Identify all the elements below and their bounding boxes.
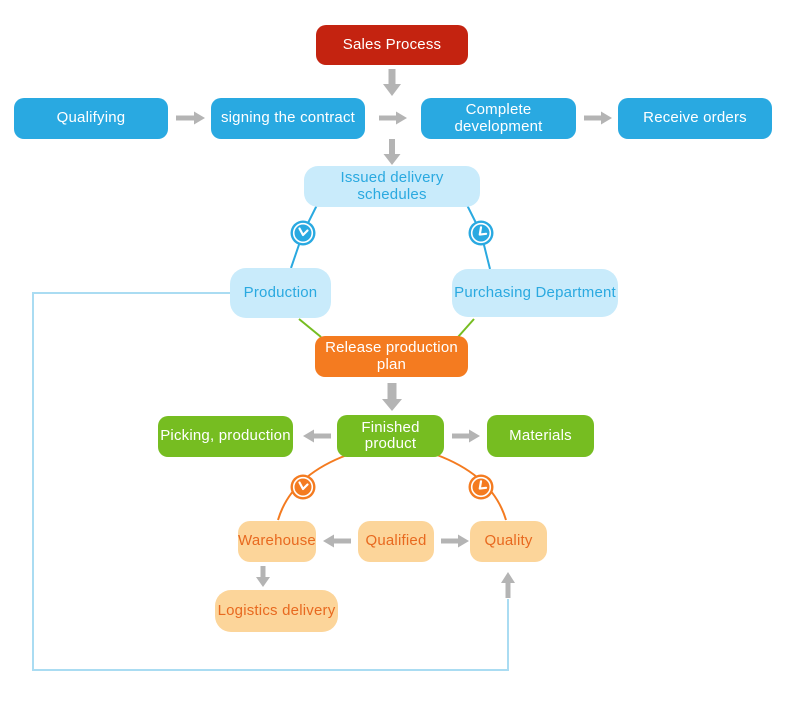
node-qualified: Qualified bbox=[358, 521, 434, 562]
node-purchasing-department: Purchasing Department bbox=[452, 269, 618, 317]
node-quality: Quality bbox=[470, 521, 547, 562]
arrow-left-picking-icon bbox=[303, 429, 331, 443]
node-picking-production: Picking, production bbox=[158, 416, 293, 457]
node-production: Production bbox=[230, 268, 331, 318]
clock-icon bbox=[468, 220, 494, 246]
node-materials: Materials bbox=[487, 415, 594, 457]
feedback-connector-line bbox=[32, 292, 509, 671]
arrow-down-sales-icon bbox=[383, 69, 401, 96]
node-receive-orders: Receive orders bbox=[618, 98, 772, 139]
arrow-left-warehouse-icon bbox=[323, 534, 351, 548]
clock-icon bbox=[290, 220, 316, 246]
arrow-right-signing-icon bbox=[379, 111, 407, 125]
clock-icon bbox=[468, 474, 494, 500]
arrow-right-quality-icon bbox=[441, 534, 469, 548]
arrow-right-materials-icon bbox=[452, 429, 480, 443]
arrow-right-qualifying-icon bbox=[176, 111, 205, 125]
node-release-production-plan: Release production plan bbox=[315, 336, 468, 377]
node-qualifying: Qualifying bbox=[14, 98, 168, 139]
node-logistics-delivery: Logistics delivery bbox=[215, 590, 338, 632]
arrow-down-release-icon bbox=[382, 383, 402, 411]
arrow-down-logistics-icon bbox=[256, 566, 270, 587]
node-warehouse: Warehouse bbox=[238, 521, 316, 562]
node-finished-product: Finished product bbox=[337, 415, 444, 457]
node-signing-the-contract: signing the contract bbox=[211, 98, 365, 139]
connector-green-right bbox=[457, 318, 475, 338]
arrow-up-feedback-icon bbox=[501, 572, 515, 598]
arrow-down-schedules-icon bbox=[383, 139, 401, 165]
node-sales-process: Sales Process bbox=[316, 25, 468, 65]
node-issued-delivery-schedules: Issued delivery schedules bbox=[304, 166, 480, 207]
connector-green-left bbox=[298, 318, 322, 338]
arrow-right-complete-icon bbox=[584, 111, 612, 125]
clock-icon bbox=[290, 474, 316, 500]
node-complete-development: Complete development bbox=[421, 98, 576, 139]
